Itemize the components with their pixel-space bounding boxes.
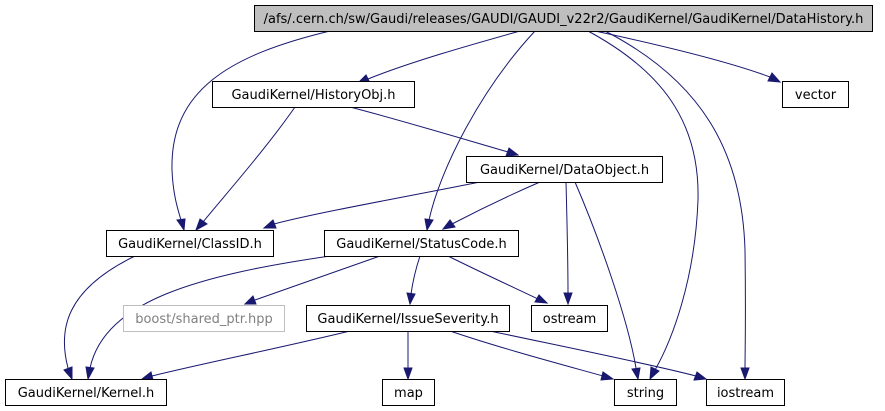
node-statuscode[interactable]: GaudiKernel/StatusCode.h <box>324 230 519 257</box>
node-issueseverity[interactable]: GaudiKernel/IssueSeverity.h <box>306 305 510 332</box>
node-string-label: string <box>627 386 664 401</box>
edge-classid-kernel <box>63 255 136 369</box>
edges <box>63 30 782 381</box>
nodes: /afs/.cern.ch/sw/Gaudi/releases/GAUDI/GA… <box>5 5 873 406</box>
edge-issueseverity-kernel <box>151 330 351 377</box>
node-statuscode-label: GaudiKernel/StatusCode.h <box>336 237 506 252</box>
edge-statuscode-ostream <box>447 255 539 300</box>
arrowhead <box>262 219 277 229</box>
node-root[interactable]: /afs/.cern.ch/sw/Gaudi/releases/GAUDI/GA… <box>254 5 873 32</box>
edge-historyobj-dataobject <box>349 106 509 153</box>
arrowhead <box>649 366 660 381</box>
node-root-label: /afs/.cern.ch/sw/Gaudi/releases/GAUDI/GA… <box>264 12 864 27</box>
edge-root-vector <box>594 30 771 78</box>
node-shared-ptr[interactable]: boost/shared_ptr.hpp <box>123 305 285 332</box>
arrowhead <box>631 367 641 381</box>
node-ostream[interactable]: ostream <box>531 305 608 332</box>
edge-root-statuscode <box>428 30 536 221</box>
node-historyobj-label: GaudiKernel/HistoryObj.h <box>231 88 395 103</box>
arrowhead <box>243 295 257 305</box>
edge-root-classid <box>171 30 331 221</box>
arrowhead <box>424 218 434 232</box>
edge-statuscode-kernel <box>89 255 331 369</box>
node-historyobj[interactable]: GaudiKernel/HistoryObj.h <box>212 81 415 108</box>
arrowhead <box>403 367 413 381</box>
edge-statuscode-issueseverity <box>410 255 421 295</box>
node-issueseverity-label: GaudiKernel/IssueSeverity.h <box>317 312 498 327</box>
edge-statuscode-sharedptr <box>254 255 381 301</box>
arrowhead <box>63 366 73 381</box>
node-shared-ptr-label: boost/shared_ptr.hpp <box>135 312 273 327</box>
edge-root-iostream <box>604 30 746 369</box>
edge-root-historyobj <box>367 30 521 80</box>
edge-dataobject-statuscode <box>451 181 541 225</box>
arrowhead <box>176 218 186 232</box>
node-dataobject[interactable]: GaudiKernel/DataObject.h <box>466 156 663 183</box>
arrowhead <box>693 371 708 381</box>
node-map[interactable]: map <box>382 379 435 406</box>
node-iostream-label: iostream <box>717 386 774 401</box>
edge-dataobject-ostream <box>565 181 569 295</box>
arrowhead <box>740 367 750 381</box>
arrowhead <box>85 366 95 381</box>
node-ostream-label: ostream <box>543 312 597 327</box>
edge-dataobject-classid <box>273 181 481 225</box>
node-vector-label: vector <box>795 88 837 103</box>
node-classid[interactable]: GaudiKernel/ClassID.h <box>106 230 274 257</box>
arrowhead <box>534 294 549 304</box>
node-kernel-label: GaudiKernel/Kernel.h <box>18 386 155 401</box>
node-kernel[interactable]: GaudiKernel/Kernel.h <box>5 379 167 406</box>
node-map-label: map <box>394 386 423 401</box>
edge-dataobject-string <box>574 181 637 369</box>
edge-root-string <box>587 30 699 371</box>
edge-issueseverity-iostream <box>489 330 697 377</box>
edge-issueseverity-string <box>449 330 604 377</box>
arrowhead <box>563 292 573 306</box>
arrowhead <box>600 371 615 381</box>
edge-historyobj-classid <box>202 106 296 223</box>
arrowhead <box>406 292 416 306</box>
arrowhead <box>195 218 208 232</box>
node-string[interactable]: string <box>614 379 677 406</box>
arrowhead <box>140 371 154 381</box>
node-classid-label: GaudiKernel/ClassID.h <box>118 237 262 252</box>
node-vector[interactable]: vector <box>782 81 849 108</box>
node-iostream[interactable]: iostream <box>706 379 785 406</box>
arrowhead <box>767 72 782 83</box>
node-dataobject-label: GaudiKernel/DataObject.h <box>480 163 649 178</box>
arrowhead <box>441 219 456 230</box>
arrowhead <box>505 147 520 157</box>
